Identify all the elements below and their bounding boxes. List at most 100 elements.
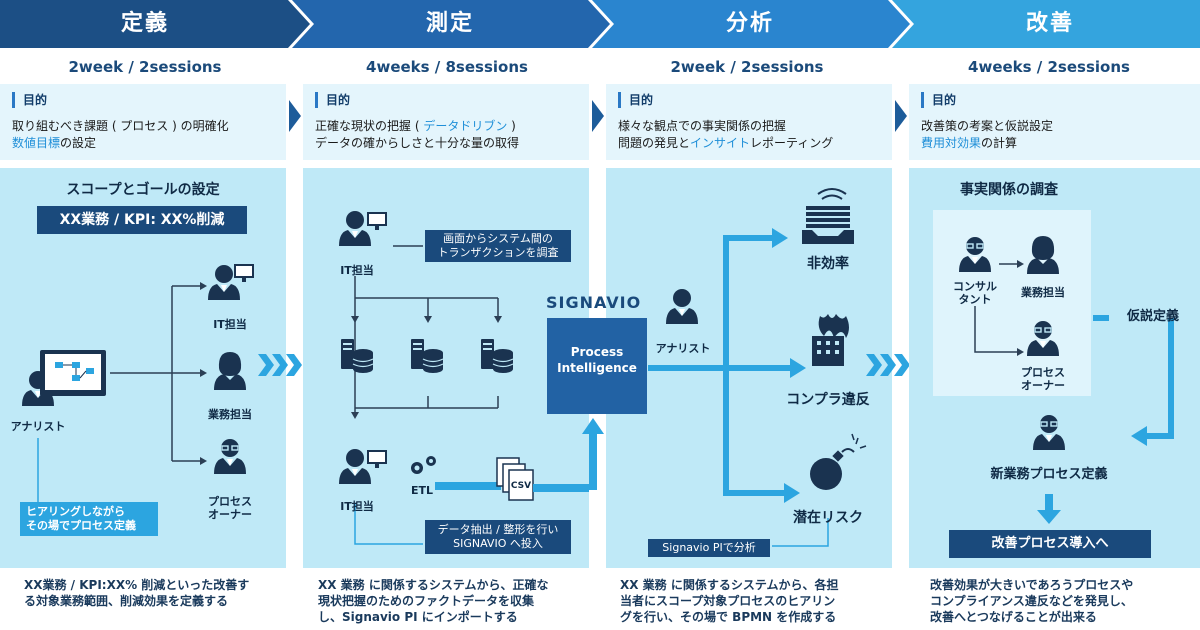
chevron-shape — [0, 0, 310, 48]
triple-chevron-icon — [258, 354, 302, 376]
arrow-right-icon — [289, 100, 301, 132]
scope-title: スコープとゴールの設定 — [66, 182, 220, 198]
text: Intelligence — [557, 361, 637, 375]
analyst-label: アナリスト — [10, 420, 66, 433]
chevron-shape — [592, 0, 910, 48]
text: る対象業務範囲、削減効果を定義する — [24, 594, 229, 608]
analyst-label-analyze: アナリスト — [655, 342, 711, 355]
business-person-label: 業務担当 — [1021, 286, 1065, 299]
text: コンサル — [953, 280, 997, 293]
phase-header-improve: 改善 — [892, 0, 1200, 48]
text: ) — [507, 119, 516, 133]
arrow-right-icon — [895, 100, 907, 132]
chevron-shape — [292, 0, 610, 48]
signavio-pi-label: Signavio PIで分析 — [648, 539, 770, 557]
purpose-box-define: 目的 取り組むべき課題 ( プロセス ) の明確化 数値目標の設定 — [0, 84, 286, 160]
panel-define: スコープとゴールの設定 XX業務 / KPI: XX%削減 アナリスト IT担当… — [0, 168, 286, 568]
phase-title-analyze: 分析 — [725, 11, 774, 36]
highlight-text: データドリブン — [423, 119, 508, 133]
purpose-label: 目的 — [618, 92, 880, 108]
chevron-shape — [892, 0, 1200, 48]
text: XX 業務 に関係するシステムから、正確な — [318, 578, 549, 592]
purpose-text-line: 問題の発見とインサイトレポーティング — [618, 135, 880, 152]
inefficiency-label: 非効率 — [807, 256, 849, 272]
signavio-logo: SIGNAVIO — [546, 293, 642, 312]
burning-building-icon — [812, 314, 849, 366]
investigation-box — [933, 210, 1091, 396]
description-measure: XX 業務 に関係するシステムから、正確な 現状把握のためのファクトデータを収集… — [318, 577, 588, 625]
measure-flow-diagram — [339, 211, 589, 545]
text: し、Signavio PI にインポートする — [318, 610, 518, 624]
extract-note: データ抽出 / 整形を行い SIGNAVIO へ投入 — [425, 520, 571, 554]
panel-improve: 事実関係の調査 コンサル タント 業務担当 プロセス オーナー 仮説定義 新業務… — [909, 168, 1200, 568]
text: 当者にスコープ対象プロセスのヒアリン — [620, 594, 836, 608]
text: 画面からシステム間の — [443, 232, 553, 245]
phase-header-measure: 測定 — [292, 0, 610, 48]
bomb-icon — [810, 433, 867, 490]
hypothesis-label: 仮説定義 — [1126, 309, 1179, 324]
text: オーナー — [1021, 379, 1065, 392]
process-intelligence-engine: Process Intelligence — [547, 318, 647, 414]
hearing-note: ヒアリングしながら その場でプロセス定義 — [20, 502, 158, 536]
description-analyze: XX 業務 に関係するシステムから、各担 当者にスコープ対象プロセスのヒアリン … — [620, 577, 890, 625]
description-improve: 改善効果が大きいであろうプロセスや コンプライアンス違反などを発見し、 改善へと… — [930, 577, 1190, 625]
compliance-label: コンプラ違反 — [786, 392, 870, 408]
text: 問題の発見と — [618, 136, 691, 150]
define-flow-diagram — [22, 264, 254, 502]
phase-header-analyze: 分析 — [592, 0, 910, 48]
arrow-up-icon — [582, 418, 604, 490]
purpose-text-line: データの確からしさと十分な量の取得 — [315, 136, 520, 150]
phase-title-define: 定義 — [120, 11, 169, 36]
purpose-text-line: 数値目標の設定 — [12, 135, 274, 152]
highlight-text: 費用対効果 — [921, 136, 982, 150]
purpose-text-line: 正確な現状の把握 ( データドリブン ) — [315, 118, 577, 135]
duration-analyze: 2week / 2sessions — [670, 58, 824, 76]
purpose-text-line: 費用対効果の計算 — [921, 135, 1188, 152]
text: の計算 — [981, 136, 1018, 150]
text: 改善へとつなげることが出来る — [930, 610, 1097, 624]
risk-label: 潜在リスク — [793, 510, 863, 526]
purpose-box-improve: 目的 改善策の考案と仮説設定 費用対効果の計算 — [909, 84, 1200, 160]
business-person-label: 業務担当 — [208, 408, 252, 421]
text: オーナー — [208, 508, 252, 521]
purpose-text-line: 改善策の考案と仮説設定 — [921, 119, 1054, 133]
process-owner-label: プロセス オーナー — [200, 495, 260, 521]
text: 正確な現状の把握 ( — [315, 119, 424, 133]
new-process-label: 新業務プロセス定義 — [990, 467, 1108, 482]
improve-flow-diagram — [958, 236, 1174, 524]
duration-improve: 4weeks / 2sessions — [968, 58, 1130, 76]
text: タント — [958, 293, 992, 306]
text: Process — [570, 345, 624, 359]
survey-note: 画面からシステム間の トランザクションを調査 — [425, 230, 571, 262]
it-person-label: IT担当 — [213, 318, 247, 331]
phase-title-improve: 改善 — [1025, 11, 1074, 36]
triple-chevron-icon — [866, 354, 910, 376]
text: データ抽出 / 整形を行い — [437, 523, 559, 536]
text: 現状把握のためのファクトデータを収集 — [318, 594, 535, 608]
panel-measure: IT担当 画面からシステム間の トランザクションを調査 ETL CSV IT担当… — [303, 168, 589, 568]
purpose-text-line: 取り組むべき課題 ( プロセス ) の明確化 — [12, 119, 229, 133]
text: その場でプロセス定義 — [26, 519, 136, 532]
text: 改善効果が大きいであろうプロセスや — [930, 578, 1134, 592]
text: レポーティング — [750, 136, 834, 150]
text: コンプライアンス違反などを発見し、 — [930, 594, 1133, 608]
phase-title-measure: 測定 — [425, 11, 474, 36]
inefficiency-icon — [802, 188, 854, 244]
purpose-label: 目的 — [12, 92, 274, 108]
consultant-label: コンサル タント — [945, 280, 1005, 306]
text: XX 業務 に関係するシステムから、各担 — [620, 578, 839, 592]
highlight-text: インサイト — [690, 136, 751, 150]
text: SIGNAVIO へ投入 — [453, 537, 543, 550]
purpose-box-analyze: 目的 様々な観点での事実関係の把握 問題の発見とインサイトレポーティング — [606, 84, 892, 160]
text: の設定 — [60, 136, 97, 150]
duration-measure: 4weeks / 8sessions — [366, 58, 528, 76]
text: グを行い、その場で BPMN を作成する — [620, 610, 837, 624]
analyze-flow-diagram — [648, 188, 867, 547]
scope-goal-box: XX業務 / KPI: XX%削減 — [37, 206, 247, 234]
arrow-right-icon — [592, 100, 604, 132]
text: ヒアリングしながら — [26, 505, 125, 518]
purpose-box-measure: 目的 正確な現状の把握 ( データドリブン ) データの確からしさと十分な量の取… — [303, 84, 589, 160]
process-owner-label: プロセス オーナー — [1013, 366, 1073, 392]
text: プロセス — [1021, 366, 1065, 379]
description-define: XX業務 / KPI:XX% 削減といった改善す る対象業務範囲、削減効果を定義… — [24, 577, 284, 609]
